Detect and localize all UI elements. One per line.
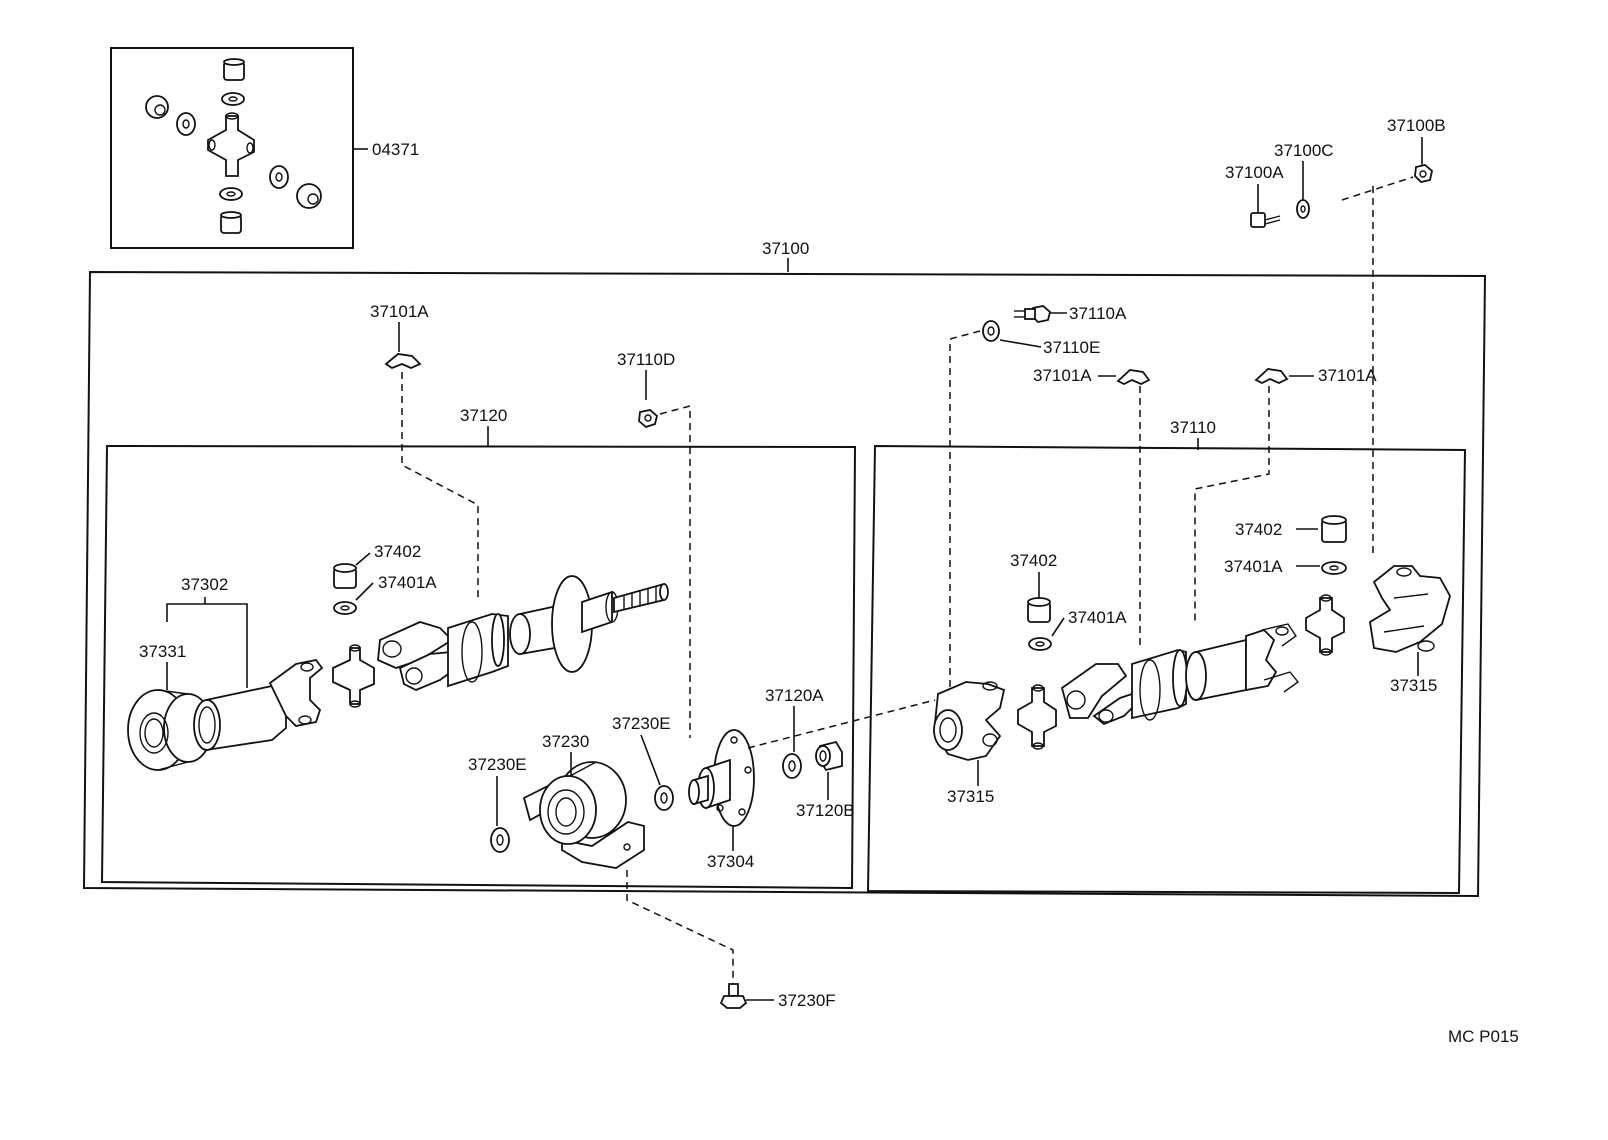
label-37401A-mid: 37401A <box>1068 608 1127 627</box>
propeller-shaft-37110-part <box>1060 623 1300 726</box>
kit-04371-frame <box>110 47 354 249</box>
label-37401A-left: 37401A <box>378 573 437 592</box>
label-37402-left: 37402 <box>374 542 421 561</box>
label-37304: 37304 <box>707 852 754 871</box>
clip-37101A-mid-part <box>1116 369 1151 386</box>
spider-right-part <box>1305 594 1345 656</box>
snap-ring-37401A-right-part <box>1321 561 1347 575</box>
label-37331: 37331 <box>139 642 186 661</box>
label-37100B: 37100B <box>1387 116 1446 135</box>
bearing-cup-37402-left-part <box>333 563 357 589</box>
spider-mid-part <box>1017 684 1057 750</box>
snap-ring-37401A-left-part <box>333 601 357 615</box>
label-37110A: 37110A <box>1069 304 1127 323</box>
label-37402-mid: 37402 <box>1010 551 1057 570</box>
nut-37100B-part <box>1414 164 1433 183</box>
label-37110E: 37110E <box>1043 338 1100 357</box>
shaft-37120-frame <box>100 444 857 890</box>
bearing-cup-37402-right-part <box>1321 515 1347 543</box>
label-37110D: 37110D <box>617 350 675 369</box>
clip-37101A-right-part <box>1254 368 1289 385</box>
bolt-37110A-part <box>1014 305 1052 323</box>
nut-37120B-part <box>815 740 843 772</box>
label-37120: 37120 <box>460 406 507 425</box>
label-37230: 37230 <box>542 732 589 751</box>
washer-37110E-part <box>982 320 1000 342</box>
label-37402-right: 37402 <box>1235 520 1282 539</box>
spider-kit-parts <box>145 58 322 234</box>
label-37230E-lower: 37230E <box>468 755 527 774</box>
label-37315-right: 37315 <box>1390 676 1437 695</box>
washer-37230E-upper-part <box>654 785 674 811</box>
label-37120B: 37120B <box>796 801 855 820</box>
center-bearing-37230-part <box>522 761 645 869</box>
washer-37230E-lower-part <box>490 827 510 853</box>
flange-37304-part <box>688 729 755 827</box>
bolt-37100A-part <box>1250 212 1281 228</box>
flange-yoke-37315-mid-part <box>933 681 1006 761</box>
clip-37101A-left-part <box>384 353 422 370</box>
washer-37120A-part <box>782 753 802 779</box>
flange-yoke-37315-right-part <box>1369 565 1451 653</box>
label-37100A: 37100A <box>1225 163 1284 182</box>
label-37101A-right: 37101A <box>1318 366 1377 385</box>
spider-left-part <box>332 644 375 708</box>
label-37100C: 37100C <box>1274 141 1334 160</box>
propeller-shaft-37120-part <box>377 575 669 691</box>
slip-yoke-37302-part <box>193 659 324 752</box>
label-37110: 37110 <box>1170 418 1216 437</box>
assembly-37100-frame <box>82 270 1487 898</box>
label-37120A: 37120A <box>765 686 824 705</box>
label-37302: 37302 <box>181 575 228 594</box>
bolt-37230F-part <box>719 983 748 1009</box>
label-37230F: 37230F <box>778 991 836 1010</box>
nut-37110D-part <box>638 409 659 429</box>
label-37101A-left: 37101A <box>370 302 429 321</box>
snap-ring-37401A-mid-part <box>1028 637 1052 651</box>
label-37230E-upper: 37230E <box>612 714 671 733</box>
label-37101A-mid: 37101A <box>1033 366 1092 385</box>
label-04371: 04371 <box>372 140 419 159</box>
washer-37100C-part <box>1296 199 1310 219</box>
diagram-code: MC P015 <box>1448 1027 1519 1046</box>
label-37401A-right: 37401A <box>1224 557 1283 576</box>
label-37315-mid: 37315 <box>947 787 994 806</box>
label-37100: 37100 <box>762 239 809 258</box>
bearing-cup-37402-mid-part <box>1027 597 1051 623</box>
